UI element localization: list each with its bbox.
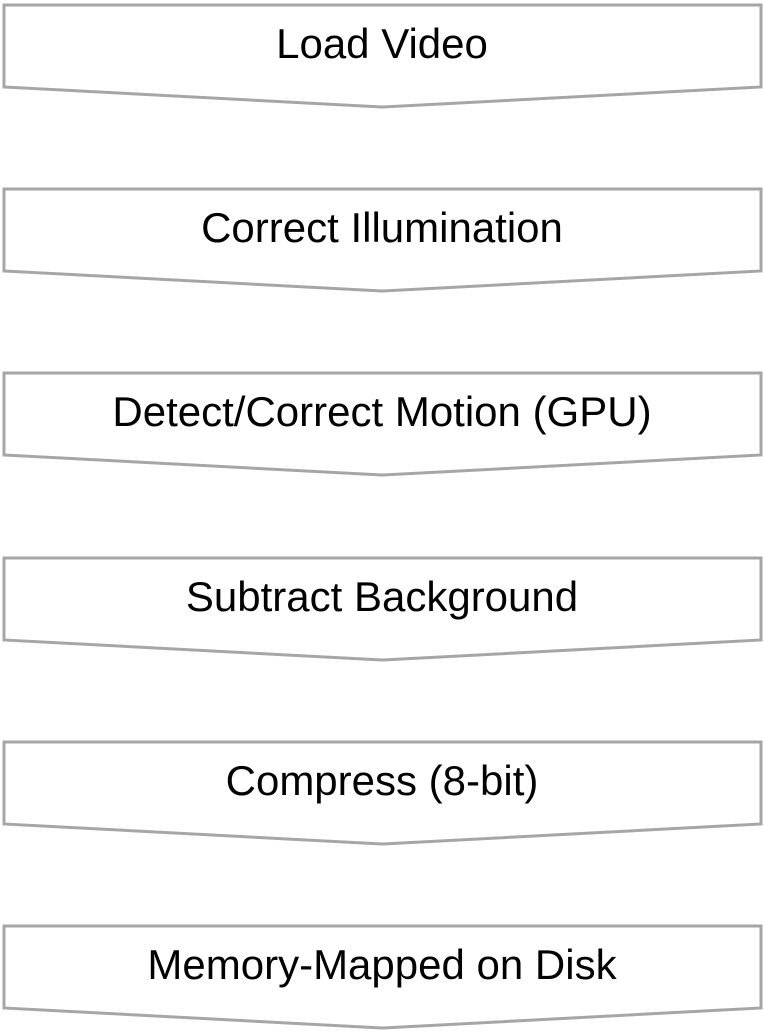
step-memory-mapped-on-disk: Memory-Mapped on Disk [2,924,763,1030]
step-label: Compress (8-bit) [226,757,539,804]
step-compress: Compress (8-bit) [2,740,763,846]
step-chevron-shape [2,3,763,109]
step-chevron-shape [2,924,763,1030]
step-correct-illumination: Correct Illumination [2,187,763,293]
step-label: Memory-Mapped on Disk [147,941,617,988]
step-label: Subtract Background [186,573,578,620]
step-label: Detect/Correct Motion (GPU) [112,388,651,435]
step-subtract-background: Subtract Background [2,556,763,662]
step-chevron-shape [2,740,763,846]
step-label: Correct Illumination [201,204,563,251]
step-load-video: Load Video [2,3,763,109]
step-chevron-shape [2,556,763,662]
step-label: Load Video [276,20,488,67]
step-detect-correct-motion: Detect/Correct Motion (GPU) [2,371,763,477]
step-chevron-shape [2,187,763,293]
step-chevron-shape [2,371,763,477]
